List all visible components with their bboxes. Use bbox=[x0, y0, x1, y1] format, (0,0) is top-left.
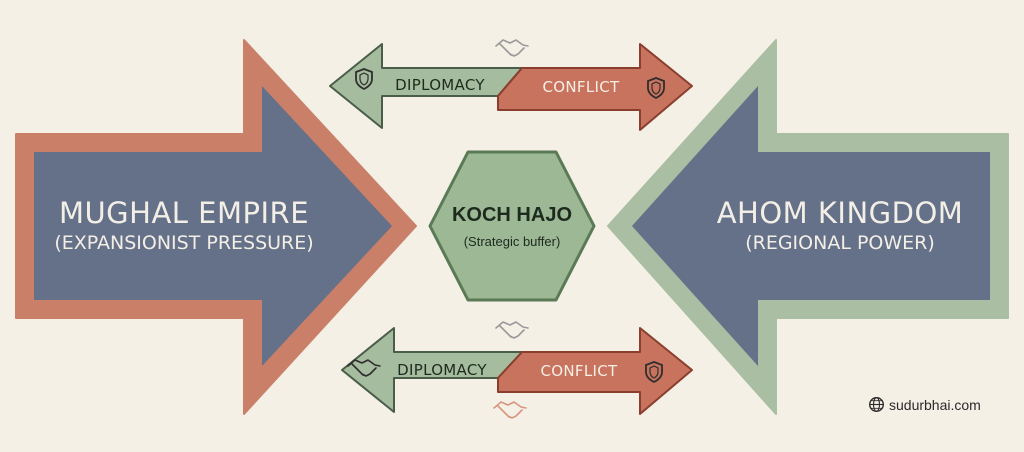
bottom-diplomacy-label: DIPLOMACY bbox=[397, 361, 487, 379]
ahom-arrow-body bbox=[632, 86, 990, 366]
mughal-empire-subtitle: (EXPANSIONIST PRESSURE) bbox=[54, 232, 314, 254]
koch-hajo-hexagon bbox=[428, 150, 596, 302]
credit-text: sudurbhai.com bbox=[889, 396, 981, 413]
globe-icon bbox=[869, 397, 884, 412]
top-conflict-arrow bbox=[497, 43, 693, 131]
shield-icon bbox=[355, 68, 373, 91]
mughal-empire-title: MUGHAL EMPIRE bbox=[58, 196, 310, 230]
shield-icon bbox=[645, 361, 663, 384]
top-conflict-label: CONFLICT bbox=[542, 78, 620, 96]
ahom-kingdom-subtitle: (REGIONAL POWER) bbox=[745, 232, 935, 254]
koch-hajo-subtitle: (Strategic buffer) bbox=[463, 234, 561, 249]
top-diplomacy-arrow bbox=[329, 43, 523, 129]
bottom-conflict-label: CONFLICT bbox=[540, 362, 618, 380]
mughal-arrow-body bbox=[34, 86, 392, 366]
top-diplomacy-label: DIPLOMACY bbox=[395, 76, 485, 94]
handshake-icon bbox=[495, 321, 529, 339]
handshake-icon bbox=[493, 401, 527, 419]
bottom-diplomacy-arrow bbox=[341, 327, 523, 413]
koch-hajo-title: KOCH HAJO bbox=[451, 204, 572, 226]
site-credit: sudurbhai.com bbox=[868, 396, 981, 413]
ahom-kingdom-title: AHOM KINGDOM bbox=[716, 196, 964, 230]
shield-icon bbox=[647, 77, 665, 100]
handshake-icon bbox=[347, 359, 381, 377]
bottom-conflict-arrow bbox=[497, 327, 693, 415]
handshake-icon bbox=[495, 39, 529, 57]
